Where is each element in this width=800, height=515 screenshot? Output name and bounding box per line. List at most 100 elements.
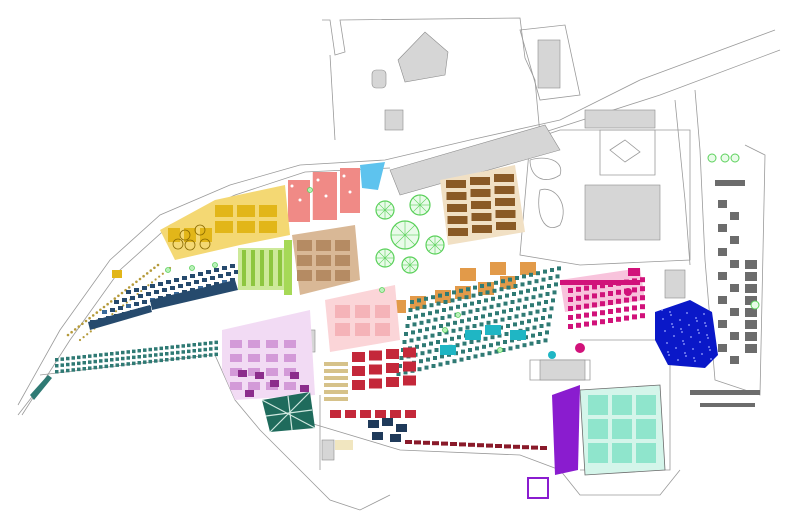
mint-plot	[612, 443, 632, 463]
teal-plot	[548, 314, 552, 319]
teal-plot	[477, 300, 481, 304]
magenta-plot	[584, 285, 589, 291]
plaza-diamond	[609, 139, 641, 163]
teal-plot	[496, 341, 500, 346]
teal-plot	[412, 322, 417, 327]
teal-plot	[521, 312, 526, 317]
magenta-plot	[592, 302, 597, 308]
west-teal-plot	[176, 344, 180, 349]
teal-plot	[536, 340, 541, 344]
olive-dot	[158, 275, 161, 278]
lime-edge	[284, 240, 292, 295]
dark-red-plot	[432, 441, 439, 446]
yellow-plot	[259, 221, 277, 233]
teal-plot	[537, 301, 541, 306]
magenta-plot	[616, 316, 621, 322]
teal-plot	[415, 306, 420, 311]
olive-dot	[77, 325, 81, 328]
west-teal-plot	[104, 364, 108, 369]
purple-plot	[238, 370, 247, 377]
green-marker	[165, 267, 171, 273]
navy-plot	[134, 288, 139, 292]
west-teal-plot	[176, 350, 180, 355]
navy-plot	[218, 274, 223, 278]
grey-block	[745, 344, 757, 353]
teal-plot	[447, 314, 452, 319]
teal-plot	[538, 293, 543, 298]
brown-plot	[446, 192, 467, 200]
teal-plot	[457, 296, 462, 301]
yellow-circle	[172, 238, 184, 250]
teal-plot	[505, 293, 509, 298]
pond-dot	[666, 342, 668, 344]
teal-plot	[438, 362, 443, 367]
teal-plot	[474, 316, 478, 320]
teal-plot	[482, 344, 486, 349]
teal-plot	[536, 271, 540, 276]
crimson-plot	[386, 377, 399, 387]
beige-stripe	[324, 383, 348, 387]
mint-plot	[636, 443, 656, 463]
magenta-plot	[584, 303, 589, 309]
zone-dark-navy-south	[368, 418, 549, 499]
teal-plot	[464, 295, 469, 300]
zone-grey-east	[690, 153, 760, 407]
magenta-block	[628, 268, 640, 276]
teal-plot	[494, 280, 498, 285]
beige-stripe	[324, 362, 348, 366]
teal-plot	[450, 336, 454, 341]
olive-dot	[66, 333, 70, 337]
green-marker	[379, 287, 385, 293]
zone-salmon-blocks	[288, 168, 360, 222]
navy-plot	[214, 268, 219, 272]
purple-plot	[270, 380, 279, 387]
crimson-plot	[386, 349, 399, 359]
salmon-dot	[342, 174, 346, 178]
teal-plot	[481, 314, 485, 319]
purple-plot	[245, 390, 254, 397]
teal-plot	[484, 298, 488, 303]
west-teal-plot	[115, 357, 119, 361]
mint-plot	[588, 395, 608, 415]
magenta-plot	[576, 304, 581, 310]
teal-plot	[429, 303, 434, 308]
pond-dot	[703, 313, 705, 315]
navy-plot	[226, 272, 231, 276]
teal-plot	[443, 300, 448, 304]
west-teal-plot	[137, 361, 141, 365]
olive-dot	[140, 289, 143, 293]
brown-plot	[471, 201, 491, 209]
teal-plot	[402, 340, 407, 344]
magenta-plot	[632, 287, 637, 293]
west-teal-plot	[198, 348, 202, 352]
teal-plot	[485, 290, 490, 295]
teal-plot	[513, 322, 517, 327]
purple-plot	[255, 372, 264, 379]
lawn-outline	[529, 157, 562, 180]
west-teal-plot	[198, 342, 202, 346]
brown-plot	[447, 216, 468, 224]
grey-block	[718, 248, 727, 256]
yellow-plot	[215, 205, 233, 217]
orange-plot	[520, 262, 536, 275]
teal-plot	[554, 282, 558, 287]
pond-outline	[538, 188, 564, 228]
teal-plot	[517, 298, 522, 303]
lavender-plot	[266, 340, 278, 348]
west-teal-plot	[82, 361, 86, 365]
teal-plot	[476, 338, 481, 343]
lime-strip	[251, 250, 255, 286]
navy-plot	[194, 280, 199, 284]
pond-dot	[677, 359, 679, 361]
magenta-plot	[632, 305, 637, 311]
tree-branch	[434, 238, 442, 246]
olive-dot	[91, 314, 95, 317]
teal-plot	[452, 290, 456, 295]
magenta-plot	[592, 311, 597, 317]
teal-plot	[479, 322, 484, 327]
zone-brown-grid	[440, 165, 525, 245]
west-teal-plot	[143, 360, 147, 364]
large-east-building	[584, 184, 661, 241]
